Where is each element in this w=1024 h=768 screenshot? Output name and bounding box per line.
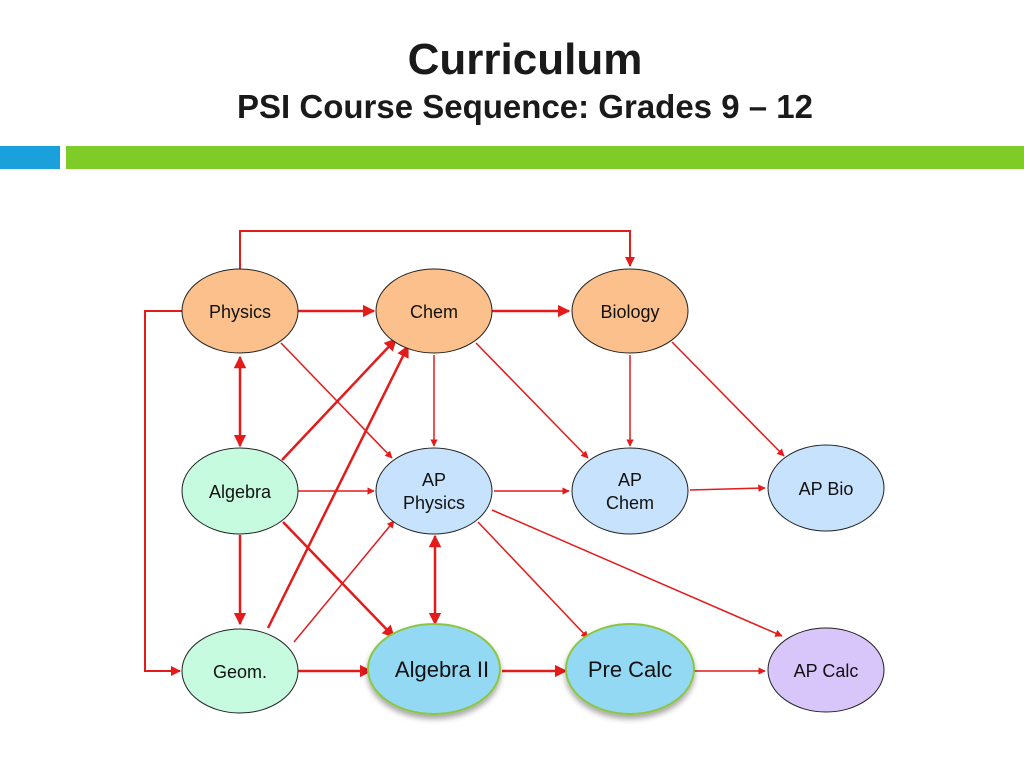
edge-physics-biology (239, 230, 635, 269)
edge-ap-physics-ap-calc (491, 509, 783, 637)
node-algebra-label: Algebra (209, 482, 272, 502)
node-biology-shape (571, 268, 689, 354)
node-ap-chem[interactable]: AP Chem (571, 447, 689, 535)
edge-algebra-algebra-ii (282, 521, 395, 638)
node-chem-label: Chem (410, 302, 458, 322)
node-ap-calc-shape (767, 627, 885, 713)
edge-ap-physics-pre-calc (477, 521, 589, 639)
node-ap-chem-label-line2: Chem (606, 493, 654, 513)
node-algebra-shape (181, 447, 299, 535)
edge-algebra-chem (281, 338, 397, 461)
slide-subtitle: PSI Course Sequence: Grades 9 – 12 (237, 88, 813, 125)
node-pre-calc[interactable]: Pre Calc (565, 623, 695, 715)
edge-ap-chem-ap-bio (689, 484, 766, 492)
accent-bar-blue (0, 146, 60, 169)
accent-bar-green (66, 146, 1024, 169)
node-ap-bio-label: AP Bio (799, 479, 854, 499)
edge-biology-ap-bio (671, 341, 785, 457)
node-ap-physics-label-line1: AP (422, 470, 446, 490)
edges (144, 230, 785, 678)
edge-geom-ap-physics (293, 520, 395, 643)
node-geom[interactable]: Geom. (181, 628, 299, 714)
node-algebra[interactable]: Algebra (181, 447, 299, 535)
node-ap-bio-shape (767, 444, 885, 532)
node-biology-label: Biology (600, 302, 659, 322)
node-pre-calc-label: Pre Calc (588, 657, 672, 682)
node-geom-shape (181, 628, 299, 714)
node-ap-calc[interactable]: AP Calc (767, 627, 885, 713)
node-algebra-ii[interactable]: Algebra II (367, 623, 501, 715)
node-ap-calc-label: AP Calc (794, 661, 859, 681)
node-ap-physics-shape (375, 447, 493, 535)
node-physics[interactable]: Physics (181, 268, 299, 354)
node-ap-physics[interactable]: AP Physics (375, 447, 493, 535)
node-algebra-ii-shape (367, 623, 501, 715)
node-ap-bio[interactable]: AP Bio (767, 444, 885, 532)
edge-geom-chem (266, 344, 410, 629)
node-biology[interactable]: Biology (571, 268, 689, 354)
node-ap-chem-shape (571, 447, 689, 535)
node-algebra-ii-label: Algebra II (395, 657, 489, 682)
node-ap-physics-label-line2: Physics (403, 493, 465, 513)
node-chem[interactable]: Chem (375, 268, 493, 354)
edge-chem-ap-chem (475, 342, 589, 459)
node-ap-chem-label-line1: AP (618, 470, 642, 490)
edge-physics-geom (144, 310, 183, 676)
node-chem-shape (375, 268, 493, 354)
slide-title: Curriculum (407, 35, 643, 84)
node-physics-label: Physics (209, 302, 271, 322)
nodes: Physics Chem Biology Algebra AP Physics (181, 268, 885, 715)
node-physics-shape (181, 268, 299, 354)
node-geom-label: Geom. (213, 662, 267, 682)
node-pre-calc-shape (565, 623, 695, 715)
